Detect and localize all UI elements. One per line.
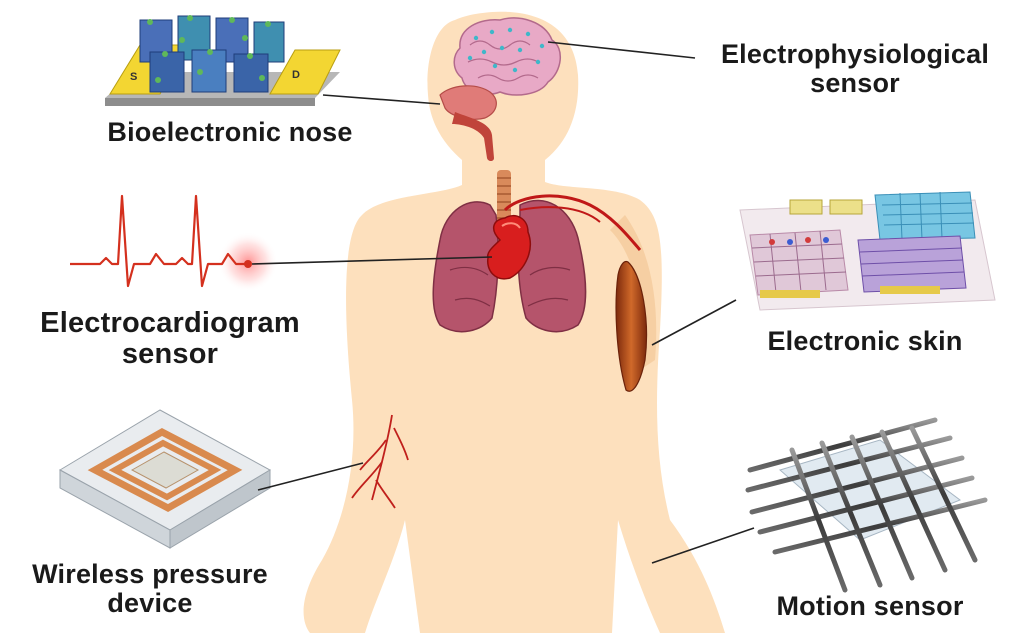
drain-letter: D: [292, 69, 300, 81]
source-letter: S: [130, 71, 137, 83]
label-line: Motion sensor: [745, 592, 995, 621]
label-line: Electrocardiogram: [20, 308, 320, 339]
electrocardiogram-sensor-label: Electrocardiogram sensor: [20, 308, 320, 371]
nose-sensor-chip-illustration: S D: [105, 15, 340, 106]
ecg-trace-illustration: [70, 196, 278, 292]
label-line: Wireless pressure: [5, 560, 295, 589]
electrophysiological-sensor-label: Electrophysiological sensor: [700, 40, 1010, 98]
brain-icon: [454, 18, 560, 95]
leader-nose: [323, 95, 440, 104]
label-line: Electronic skin: [735, 327, 995, 356]
bioelectronic-nose-label: Bioelectronic nose: [80, 118, 380, 147]
label-line: Electrophysiological: [700, 40, 1010, 69]
label-line: device: [5, 589, 295, 618]
wireless-pressure-device-label: Wireless pressure device: [5, 560, 295, 618]
leader-pressure: [258, 463, 363, 490]
motion-sensor-illustration: [748, 420, 985, 590]
label-line: Bioelectronic nose: [80, 118, 380, 147]
leader-skin: [652, 300, 736, 345]
human-body: [304, 12, 725, 633]
electronic-skin-label: Electronic skin: [735, 327, 995, 356]
wireless-pressure-device-illustration: [60, 410, 270, 548]
label-line: sensor: [700, 69, 1010, 98]
motion-sensor-label: Motion sensor: [745, 592, 995, 621]
body-silhouette: [304, 12, 725, 633]
electronic-skin-illustration: [740, 192, 995, 310]
label-line: sensor: [20, 339, 320, 370]
nanostructure-array: [140, 15, 284, 92]
